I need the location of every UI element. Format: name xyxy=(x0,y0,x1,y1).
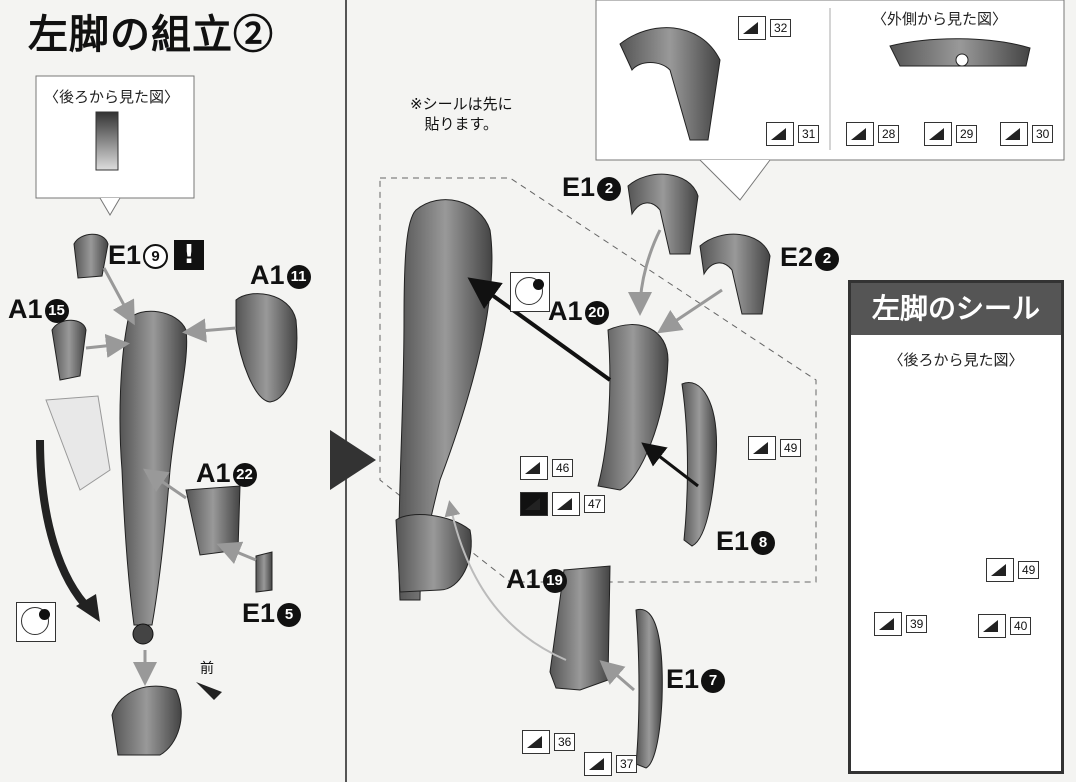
ankle-joint xyxy=(132,623,154,645)
dashed-region xyxy=(379,177,817,583)
forward-label: 前 xyxy=(200,661,214,677)
hole-icon xyxy=(510,272,550,312)
sticker-icon xyxy=(846,122,874,146)
rear-view-part xyxy=(95,111,119,171)
sticker-icon xyxy=(978,614,1006,638)
sticker-icon xyxy=(1000,122,1028,146)
sticker-32: 32 xyxy=(738,16,792,40)
sticker-icon xyxy=(522,730,550,754)
part-e1-8 xyxy=(681,382,718,547)
rotate-arrows-icon xyxy=(520,492,548,516)
part-e1-9 xyxy=(73,233,109,279)
part-e1-2 xyxy=(627,173,699,255)
knee-armor-inner xyxy=(619,27,721,141)
part-a1-22 xyxy=(185,485,241,556)
right-foot-part xyxy=(395,514,472,593)
knee-armor-outer xyxy=(889,38,1031,67)
sticker-31: 31 xyxy=(766,122,820,146)
sticker-icon xyxy=(552,492,580,516)
part-a1-11 xyxy=(235,293,298,403)
left-leg-body xyxy=(119,310,188,626)
sticker-28: 28 xyxy=(846,122,900,146)
sticker-panel-49: 49 xyxy=(986,558,1040,582)
section-divider xyxy=(345,0,347,782)
sticker-panel-40: 40 xyxy=(978,614,1032,638)
rotate-arrow xyxy=(36,439,93,613)
sticker-37: 37 xyxy=(584,752,638,776)
callout-pointer xyxy=(99,197,121,216)
sticker-icon xyxy=(766,122,794,146)
part-a1-20 xyxy=(597,324,669,491)
sticker-icon xyxy=(520,456,548,480)
exclamation-icon: ! xyxy=(174,240,204,270)
outer-view-label: 〈外側から見た図〉 xyxy=(872,10,1008,28)
sticker-icon xyxy=(924,122,952,146)
forward-arrow xyxy=(196,682,222,700)
seal-panel-title: 左脚のシール xyxy=(851,283,1061,335)
sticker-icon xyxy=(584,752,612,776)
sticker-30: 30 xyxy=(1000,122,1054,146)
sticker-icon xyxy=(874,612,902,636)
hole-icon xyxy=(16,602,56,642)
sticker-47: 47 xyxy=(520,492,606,516)
sticker-46: 46 xyxy=(520,456,574,480)
sticker-note: ※シールは先に 貼ります。 xyxy=(410,95,513,133)
sticker-icon xyxy=(738,16,766,40)
thigh-armor-ghost xyxy=(45,395,111,491)
left-foot-part xyxy=(111,685,182,756)
seal-panel: 左脚のシール 〈後ろから見た図〉 xyxy=(848,280,1064,774)
flow-arrow xyxy=(330,430,376,490)
sticker-49: 49 xyxy=(748,436,802,460)
sticker-icon xyxy=(748,436,776,460)
sticker-panel-39: 39 xyxy=(874,612,928,636)
sticker-36: 36 xyxy=(522,730,576,754)
sticker-icon xyxy=(986,558,1014,582)
part-a1-15 xyxy=(51,319,87,381)
sticker-29: 29 xyxy=(924,122,978,146)
page-title: 左脚の組立② xyxy=(28,11,274,58)
part-e1-7 xyxy=(635,608,663,769)
rotate-arrowhead xyxy=(76,594,100,622)
part-e1-5 xyxy=(255,551,273,593)
seal-panel-view-label: 〈後ろから見た図〉 xyxy=(888,351,1024,369)
rear-view-label: 〈後ろから見た図〉 xyxy=(44,88,180,106)
part-e2-2 xyxy=(699,233,771,315)
